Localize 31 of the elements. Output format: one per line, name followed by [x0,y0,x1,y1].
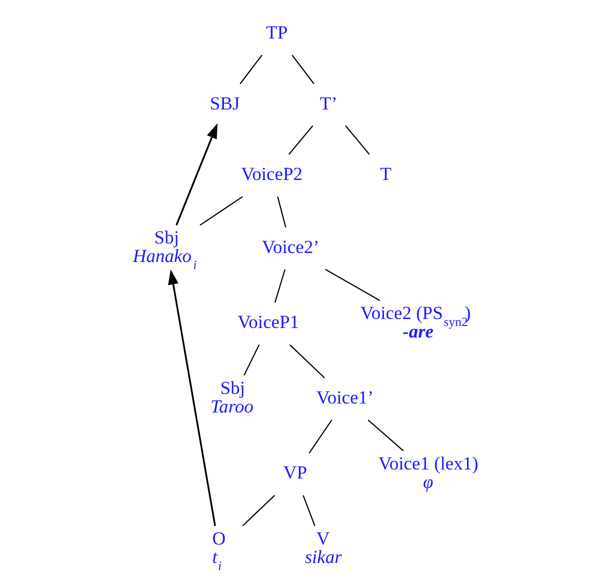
connector [244,344,260,376]
node-text: SBJ [210,93,240,114]
connector [325,268,380,301]
node-text: Voice2 (PS$_{syn2}$) -are [360,302,471,342]
arrow [176,123,218,226]
node-text: Sbj Hanako$_{i}$ [132,228,197,272]
node-text: Voice1’ [316,387,374,408]
connector [345,125,370,155]
node-text: VoiceP2 [241,164,303,185]
node-text: Voice2’ [262,236,320,258]
node-text: VP [283,462,308,484]
node-text: TP [266,22,288,44]
arrow [168,269,216,526]
connector [288,125,314,155]
connector [242,494,276,526]
node-text: O t$_{i}$ [212,528,226,574]
node-text: V sikar [304,528,342,568]
node-text: Voice1 (lex1) φ [378,453,478,493]
node-text: T [380,164,392,185]
node-text: VoiceP1 [238,312,300,334]
connector [200,196,243,226]
connector [292,54,314,84]
connector [308,420,332,454]
connector [240,54,262,84]
connector [277,196,286,228]
connector [274,269,286,303]
connector [289,344,325,378]
node-text: T’ [320,93,338,114]
node-text: Sbj Taroo [210,378,254,418]
connector [302,495,316,526]
connector [368,420,404,452]
